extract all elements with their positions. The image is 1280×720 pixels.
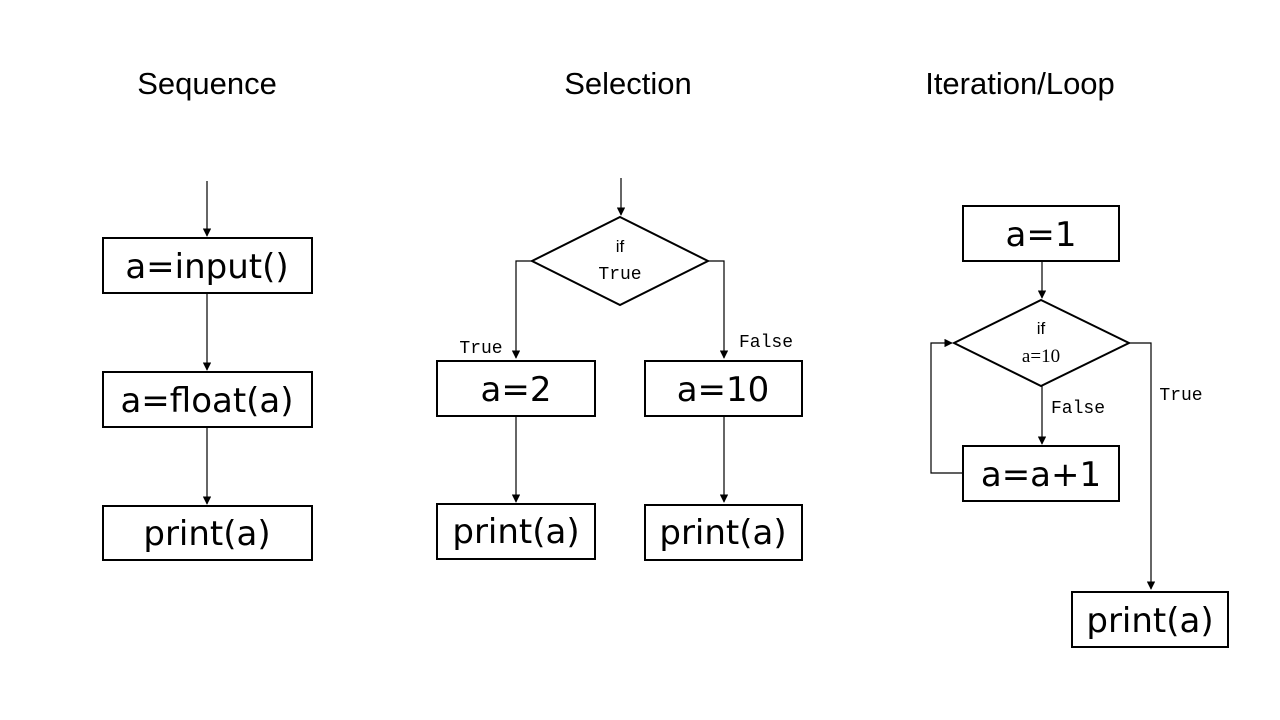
iteration-loop-back-arrow	[930, 338, 963, 474]
iteration-flowchart: a=1 if a=10 False a=a+1 True print(a)	[930, 205, 1229, 648]
selection-false-print-box	[644, 504, 803, 561]
iteration-condition-label: a=10	[1022, 346, 1060, 367]
selection-false-arrow	[708, 260, 729, 359]
selection-true-label: True	[459, 339, 502, 359]
sequence-step1-label: a=input()	[125, 247, 288, 287]
iteration-increment-box	[962, 445, 1120, 502]
iteration-increment-label: a=a+1	[981, 455, 1101, 495]
sequence-step3-box	[102, 505, 313, 561]
selection-false-step-label: a=10	[677, 370, 770, 410]
iteration-decision-diamond	[951, 298, 1132, 388]
iteration-print-label: print(a)	[1086, 601, 1213, 641]
sequence-flowchart: a=input() a=float(a) print(a)	[102, 181, 313, 561]
selection-decision-diamond	[529, 215, 711, 307]
iteration-false-label: False	[1051, 399, 1105, 419]
selection-flowchart: if True True False a=2 a=10 print(a) pri…	[436, 178, 803, 561]
selection-condition-label: True	[598, 265, 641, 285]
iteration-true-label: True	[1159, 386, 1202, 406]
selection-false-label: False	[739, 333, 793, 353]
selection-false-print-label: print(a)	[659, 513, 786, 553]
sequence-heading: Sequence	[137, 66, 277, 101]
selection-true-step-box	[436, 360, 596, 417]
selection-true-arrow	[511, 260, 532, 359]
iteration-heading: Iteration/Loop	[925, 66, 1115, 101]
sequence-step2-box	[102, 371, 313, 428]
iteration-if-label: if	[1037, 319, 1046, 338]
selection-heading: Selection	[564, 66, 692, 101]
selection-true-print-box	[436, 503, 596, 560]
selection-true-step-label: a=2	[481, 370, 552, 410]
sequence-step3-label: print(a)	[143, 514, 270, 554]
iteration-true-arrow	[1129, 342, 1156, 590]
iteration-init-box	[962, 205, 1120, 262]
iteration-init-label: a=1	[1006, 215, 1077, 255]
selection-true-print-label: print(a)	[452, 512, 579, 552]
iteration-print-box	[1071, 591, 1229, 648]
selection-if-label: if	[616, 237, 625, 256]
sequence-step2-label: a=float(a)	[120, 381, 293, 421]
selection-false-step-box	[644, 360, 803, 417]
